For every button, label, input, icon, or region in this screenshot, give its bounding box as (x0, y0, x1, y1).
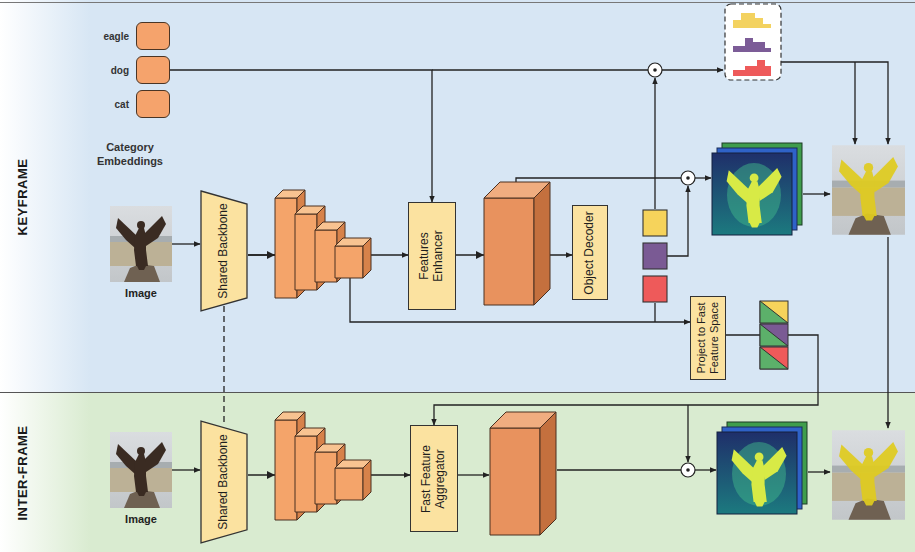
histograms (725, 4, 781, 80)
path-shape (662, 69, 723, 70)
rect-shape (760, 347, 788, 369)
path-shape (432, 69, 648, 70)
backbone-trapezoid: Shared Backbone (200, 190, 248, 312)
connector (170, 70, 432, 202)
path-shape (733, 38, 771, 52)
path-shape (808, 471, 830, 472)
stage-band: KEYFRAME eagle dog catImage Shared Backbone F… (0, 0, 915, 393)
photo (110, 206, 172, 282)
heatmap-stack (717, 422, 807, 514)
rect-shape (643, 276, 667, 302)
connector (434, 335, 818, 425)
path-shape (458, 474, 489, 475)
feature-pyramid (275, 190, 371, 298)
path-shape (654, 78, 655, 209)
path-shape (695, 469, 716, 470)
dot-product-dots (653, 68, 690, 472)
heatmap-stack (712, 143, 802, 235)
path-shape (803, 193, 830, 194)
rect-shape (760, 324, 788, 346)
path-shape (733, 13, 771, 28)
band-title: INTER-FRAME (15, 425, 30, 520)
band-title: KEYFRAME (15, 158, 30, 235)
path-shape (654, 303, 655, 322)
polygon-shape (267, 251, 275, 259)
trapezoid-shape (201, 421, 247, 543)
rect-shape (725, 4, 781, 80)
input-image: Image (110, 432, 172, 525)
circle-shape (686, 176, 690, 180)
category-embedding: eagle (80, 22, 170, 50)
module-label: Fast Feature Aggregator (420, 430, 448, 527)
image-caption: Image (125, 513, 157, 525)
path-shape (733, 60, 771, 76)
module-label: Shared Backbone (217, 425, 231, 539)
embedding-square (136, 90, 170, 118)
rect-shape (643, 243, 667, 269)
path-shape (557, 469, 681, 470)
feature-block (490, 412, 556, 535)
rect-shape (643, 210, 667, 236)
segmented-output (832, 430, 905, 519)
path-shape (781, 62, 888, 144)
object-queries (643, 210, 667, 302)
projected-queries (760, 301, 788, 369)
module-box: Fast Feature Aggregator (410, 425, 458, 532)
circle-shape (648, 63, 662, 77)
polygon-shape (760, 347, 788, 369)
path-shape (695, 177, 711, 178)
path-shape (887, 237, 888, 428)
category-name: dog (111, 65, 129, 76)
polygon-shape (476, 251, 484, 259)
input-image: Image (110, 206, 172, 299)
embedding-square (136, 56, 170, 84)
feature-pyramid (275, 412, 371, 520)
trapezoid-shape (201, 191, 247, 311)
circle-shape (686, 468, 690, 472)
segmented-output (832, 145, 905, 234)
dot-products (648, 63, 695, 477)
module-box: Object Decoder (572, 205, 608, 300)
connector (223, 306, 224, 426)
circle-shape (681, 463, 695, 477)
photo-content (110, 432, 172, 508)
polygon-shape (760, 324, 788, 346)
path-shape (854, 62, 855, 144)
category-name: eagle (103, 31, 129, 42)
polygon-shape (267, 471, 275, 479)
rect-shape (760, 301, 788, 323)
category-embedding: cat (80, 90, 170, 118)
module-box: Features Enhancer (408, 202, 456, 310)
flow-lines (432, 62, 888, 475)
module-label: Project to Fast Feature Space (695, 301, 720, 375)
module-label: Features Enhancer (418, 207, 446, 305)
connector (172, 243, 200, 244)
module-box: Project to Fast Feature Space (690, 296, 726, 380)
top-line (0, 2, 915, 3)
category-name: cat (115, 99, 129, 110)
image-caption: Image (125, 287, 157, 299)
stage-band: INTER-FRAME Image Shared Backbone Fast Feat… (0, 393, 915, 552)
path-shape (687, 405, 688, 462)
module-label: Object Decoder (583, 210, 597, 295)
category-embedding: dog (80, 56, 170, 84)
connector (172, 469, 200, 470)
polygon-shape (760, 301, 788, 323)
circle-shape (653, 68, 657, 72)
circle-shape (681, 171, 695, 185)
backbone-trapezoid: Shared Backbone (200, 420, 248, 544)
photo-content (110, 206, 172, 282)
photo (110, 432, 172, 508)
embedding-square (136, 22, 170, 50)
feature-block (484, 182, 550, 305)
separator-line (0, 392, 915, 393)
caption-label: Category Embeddings (80, 140, 180, 169)
path-shape (667, 186, 688, 256)
module-label: Shared Backbone (217, 195, 231, 307)
